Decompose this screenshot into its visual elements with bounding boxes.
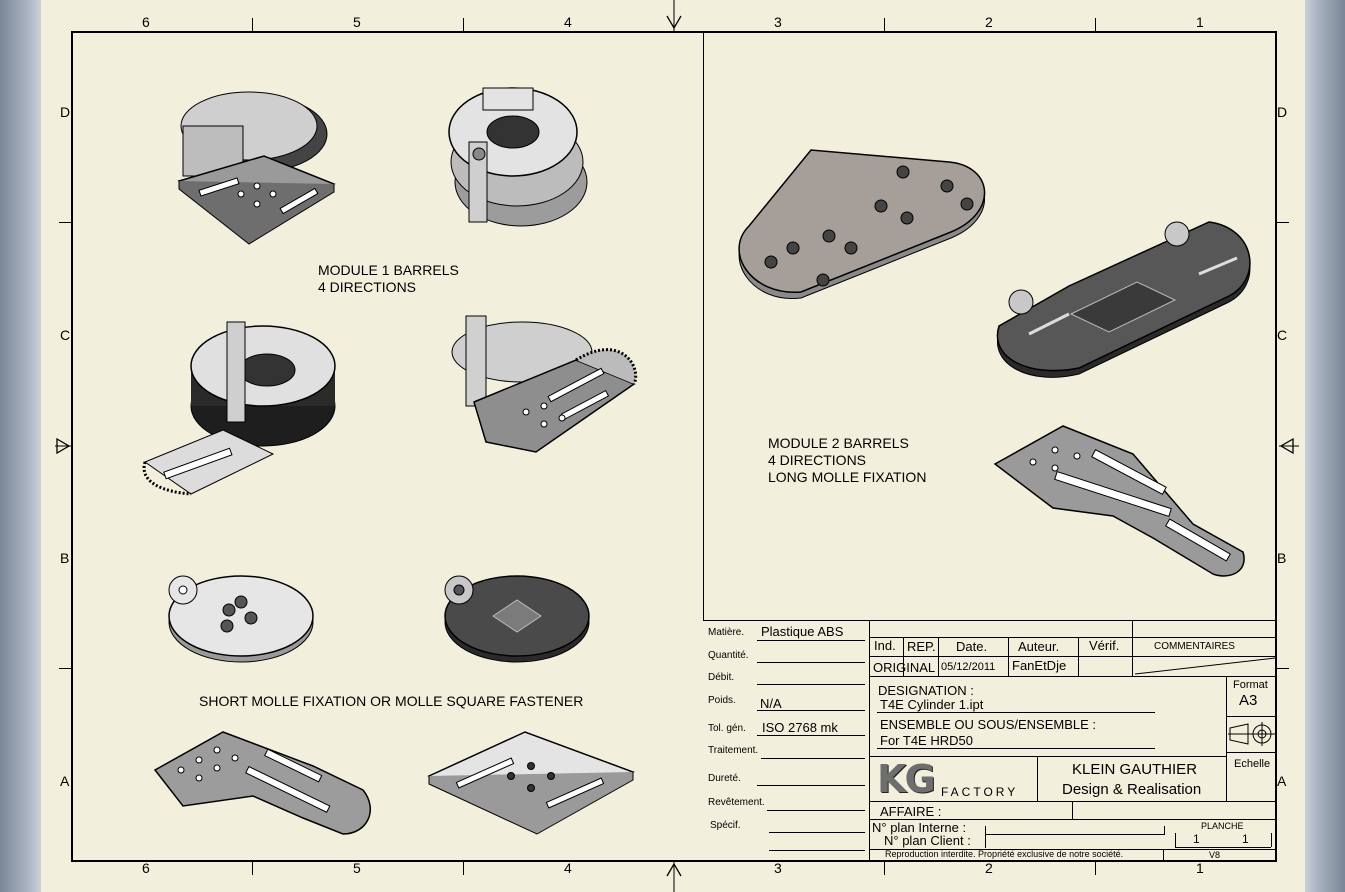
company-name: KLEIN GAUTHIER [1072,761,1198,778]
label-matiere: Matière. [708,627,745,638]
planche-total: 1 [1242,832,1249,846]
zone-col-2-top: 2 [985,14,993,30]
zone-col-5-top: 5 [353,14,361,30]
designation-label: DESIGNATION : [878,683,974,698]
rev-header-rep: REP. [907,639,936,654]
company-tagline: Design & Realisation [1062,781,1202,798]
view-divider [703,31,704,621]
format-value: A3 [1239,692,1258,709]
value-poids: N/A [760,696,782,711]
footer-notice: Reproduction interdite. Propriété exclus… [885,849,1124,859]
center-arrow-bottom [666,862,682,892]
value-tol-gen: ISO 2768 mk [762,720,838,735]
center-arrow-right [1279,437,1299,455]
zone-col-1-top: 1 [1196,14,1204,30]
zone-col-4-top: 4 [564,14,572,30]
frame-bottom [71,860,1277,862]
affaire-label: AFFAIRE : [880,804,942,819]
label-durete: Dureté. [708,773,741,784]
zone-col-1-bottom: 1 [1196,860,1204,876]
oval-plate-light [738,149,986,299]
barrel-module-view-4 [451,315,638,453]
center-arrow-top [666,0,682,31]
drawing-sheet: 6 5 4 3 2 1 6 5 4 3 2 1 D C B A D C B A [41,0,1305,892]
zone-col-6-top: 6 [142,14,150,30]
center-arrow-left [55,437,71,455]
zone-row-c-left: C [60,327,71,343]
zone-row-b-right: B [1277,550,1287,566]
label-debit: Débit. [708,672,735,683]
planche-label: PLANCHE [1201,821,1244,831]
zone-row-d-left: D [60,104,71,120]
label-specif: Spécif. [710,820,741,831]
planche-value: 1 [1193,832,1200,846]
molle-plate-long [993,425,1245,577]
plan-client-label: N° plan Client : [884,833,971,848]
ensemble-value: For T4E HRD50 [880,733,973,748]
echelle-label: Echelle [1234,758,1271,770]
version-label: V8 [1209,850,1221,860]
note-module-2: MODULE 2 BARRELS 4 DIRECTIONS LONG MOLLE… [768,435,927,485]
zone-row-d-right: D [1277,104,1288,120]
value-matiere: Plastique ABS [761,624,844,639]
note-short-molle: SHORT MOLLE FIXATION OR MOLLE SQUARE FAS… [199,693,584,709]
rev-header-date: Date. [956,639,988,654]
zone-row-a-left: A [60,773,70,789]
zone-col-3-top: 3 [774,14,782,30]
zone-row-b-left: B [60,550,70,566]
rev-row-date: 05/12/2011 [941,661,996,673]
rev-header-commentaires: COMMENTAIRES [1154,641,1235,652]
designation-value: T4E Cylinder 1.ipt [880,697,984,712]
molle-plate-short [153,731,372,835]
barrel-module-view-2 [448,87,588,227]
rev-row-auteur: FanEtDje [1012,658,1067,673]
plan-interne-label: N° plan Interne : [872,820,967,835]
round-plate-dark [444,575,590,663]
zone-row-a-right: A [1277,773,1287,789]
ensemble-label: ENSEMBLE OU SOUS/ENSEMBLE : [880,717,1097,732]
molle-square-fastener [427,731,635,835]
frame-right [1275,31,1277,862]
label-tol-gen: Tol. gén. [708,723,746,734]
projection-symbol-icon [1228,722,1275,746]
rev-header-auteur: Auteur. [1018,639,1060,654]
zone-col-2-bottom: 2 [985,860,993,876]
zone-col-5-bottom: 5 [353,860,361,876]
format-label: Format [1233,679,1268,691]
barrel-module-view-1 [177,91,336,245]
oval-plate-dark [996,221,1251,378]
label-quantite: Quantité. [708,650,749,661]
frame-left [71,31,73,862]
frame-top [71,31,1277,33]
company-logo-word: FACTORY [941,785,1019,799]
comment-strike [1134,657,1276,675]
rev-header-ind: Ind. [874,638,896,653]
round-plate-light [168,575,314,663]
barrel-module-view-3 [142,321,336,496]
rev-header-verif: Vérif. [1089,638,1120,653]
label-traitement: Traitement. [708,745,759,756]
rev-row-ind: ORIGINAL [873,660,936,675]
company-logo: KG [877,757,936,801]
zone-row-c-right: C [1277,327,1288,343]
zone-col-3-bottom: 3 [774,860,782,876]
label-poids: Poids. [708,695,736,706]
label-revetement: Revêtement. [708,797,765,808]
zone-col-4-bottom: 4 [564,860,572,876]
zone-col-6-bottom: 6 [142,860,150,876]
note-module-1: MODULE 1 BARRELS 4 DIRECTIONS [318,262,459,295]
